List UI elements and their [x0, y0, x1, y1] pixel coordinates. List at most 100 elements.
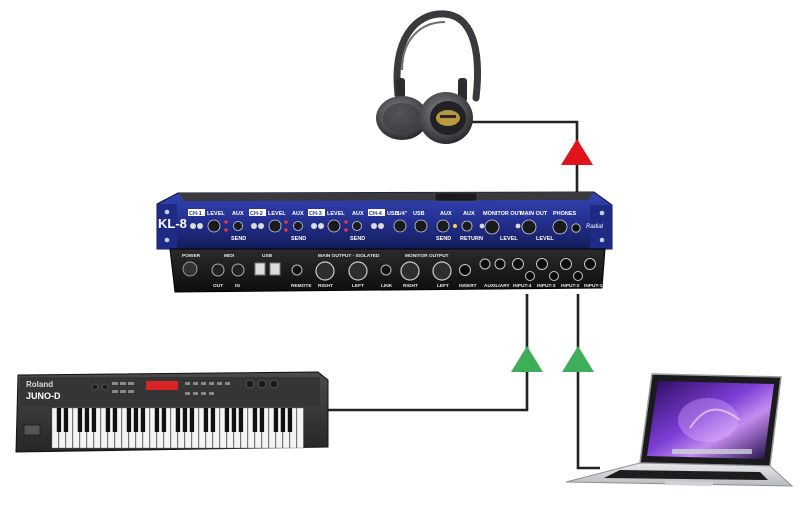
black-key[interactable]	[224, 408, 230, 432]
black-key[interactable]	[84, 408, 90, 432]
main-right-xlr[interactable]	[315, 261, 335, 281]
usb-port-b[interactable]	[269, 262, 281, 276]
auxiliary-label: AUXILIARY	[484, 283, 510, 289]
black-key[interactable]	[259, 408, 265, 432]
midi-out-port[interactable]	[211, 263, 225, 277]
black-key[interactable]	[210, 408, 216, 432]
input4-label: INPUT-4	[513, 283, 532, 289]
input-arrow-laptop-up-icon	[562, 346, 594, 372]
ch2-aux-knob[interactable]	[293, 221, 303, 231]
monitor-output-label: MONITOR OUTPUT	[405, 253, 449, 259]
input-arrow-keyboard-up-icon	[511, 346, 543, 372]
white-key[interactable]	[296, 407, 304, 449]
power-connector[interactable]	[182, 261, 198, 277]
aux-send-knob[interactable]	[436, 219, 450, 233]
ch4-level-knob[interactable]	[393, 219, 407, 233]
ch1-level-knob[interactable]	[207, 219, 221, 233]
black-key[interactable]	[280, 408, 286, 432]
main-out-knob[interactable]	[521, 219, 537, 235]
black-key[interactable]	[231, 408, 237, 432]
monitor-out-knob[interactable]	[484, 219, 500, 235]
main-right-label: RIGHT	[318, 283, 333, 289]
send-label-1: SEND	[231, 236, 246, 242]
mixer-model-label: KL-8	[158, 216, 187, 231]
black-key[interactable]	[63, 408, 69, 432]
ch3-level-knob[interactable]	[327, 219, 341, 233]
black-key[interactable]	[126, 408, 132, 432]
input2-jack-a[interactable]	[560, 258, 572, 270]
link-jack[interactable]	[380, 264, 392, 276]
headphone-cable	[468, 120, 579, 196]
black-key[interactable]	[140, 408, 146, 432]
ch1-label: CH-1	[189, 211, 202, 217]
output-arrow-up-icon	[561, 139, 593, 165]
monitor-right-label: RIGHT	[403, 283, 418, 289]
laptop-screen	[647, 381, 774, 459]
ch2-label: CH-2	[250, 211, 263, 217]
black-key[interactable]	[273, 408, 279, 432]
main-left-label: LEFT	[352, 283, 364, 289]
aux-label-5: AUX	[463, 211, 475, 217]
main-left-xlr[interactable]	[348, 261, 368, 281]
level-label-main: LEVEL	[536, 236, 554, 242]
aux-jack-2[interactable]	[494, 258, 506, 270]
black-key[interactable]	[105, 408, 111, 432]
input4-jack-a[interactable]	[512, 258, 524, 270]
level-label-2: LEVEL	[268, 211, 286, 217]
midi-in-port[interactable]	[231, 263, 245, 277]
cables	[326, 120, 600, 470]
black-key[interactable]	[189, 408, 195, 432]
midi-in-label: IN	[235, 283, 240, 289]
keyboard-cable	[326, 294, 529, 412]
input2-jack-b[interactable]	[573, 271, 583, 281]
black-key[interactable]	[287, 408, 293, 432]
black-key[interactable]	[182, 408, 188, 432]
link-label: LINK	[381, 283, 393, 289]
monitor-right-xlr[interactable]	[400, 261, 420, 281]
input3-jack-b[interactable]	[549, 271, 559, 281]
black-key[interactable]	[203, 408, 209, 432]
black-key[interactable]	[161, 408, 167, 432]
ch4-usb-knob[interactable]	[414, 219, 428, 233]
ch4-usb-label: USB	[387, 211, 399, 217]
ch3-label: CH-3	[309, 211, 322, 217]
aux-label-2: AUX	[292, 211, 304, 217]
black-key[interactable]	[154, 408, 160, 432]
ch2-level-knob[interactable]	[268, 219, 282, 233]
level-label-3: LEVEL	[327, 211, 345, 217]
input3-jack-a[interactable]	[536, 258, 548, 270]
ch1-aux-knob[interactable]	[233, 221, 243, 231]
aux-label-4: AUX	[440, 211, 452, 217]
input1-jack-a[interactable]	[584, 258, 596, 270]
black-key[interactable]	[252, 408, 258, 432]
monitor-left-xlr[interactable]	[432, 261, 452, 281]
monitor-left-label: LEFT	[437, 283, 449, 289]
ch3-aux-knob[interactable]	[352, 221, 362, 231]
black-key[interactable]	[77, 408, 83, 432]
black-key[interactable]	[133, 408, 139, 432]
level-label-1: LEVEL	[207, 211, 225, 217]
main-out-label: MAIN OUT	[520, 211, 548, 217]
piano-keys[interactable]	[51, 407, 304, 449]
aux-return-knob[interactable]	[461, 220, 473, 232]
send-label-4: SEND	[436, 236, 451, 242]
keyboard-brand-label: Roland	[26, 380, 53, 389]
keyboard: Roland JUNO-D	[15, 371, 329, 453]
aux-jack-1[interactable]	[479, 258, 491, 270]
level-label-monitor: LEVEL	[500, 236, 518, 242]
phones-label: PHONES	[553, 211, 577, 217]
phones-knob[interactable]	[552, 219, 568, 235]
phones-jack[interactable]	[571, 223, 581, 233]
black-key[interactable]	[238, 408, 244, 432]
black-key[interactable]	[56, 408, 62, 432]
monitor-out-label: MONITOR OUT	[483, 211, 523, 217]
black-key[interactable]	[112, 408, 118, 432]
remote-jack[interactable]	[291, 264, 303, 276]
insert-jack[interactable]	[459, 264, 471, 276]
input4-jack-b[interactable]	[525, 271, 535, 281]
aux-label-1: AUX	[232, 211, 244, 217]
main-output-label: MAIN OUTPUT - ISOLATED	[318, 253, 380, 259]
black-key[interactable]	[175, 408, 181, 432]
black-key[interactable]	[91, 408, 97, 432]
usb-port-a[interactable]	[254, 262, 266, 276]
